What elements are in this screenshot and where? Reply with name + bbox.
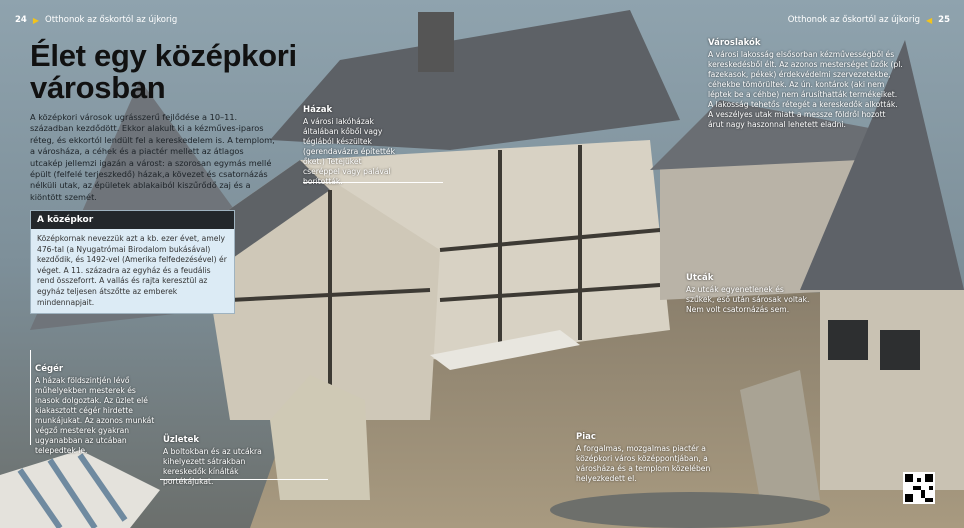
caption-varoslakok: Városlakók A városi lakosság elsősorban …: [708, 38, 903, 130]
caption-utcak: Utcák Az utcák egyenetlenek és szűkek, e…: [686, 273, 811, 315]
caption-hazak: Házak A városi lakóházak általában kőből…: [303, 105, 395, 187]
page-title: Élet egy középkori városban: [30, 40, 297, 104]
pointer-line: [30, 350, 31, 445]
caption-title: Cégér: [35, 364, 64, 374]
caption-title: Piac: [576, 432, 596, 442]
running-head-right: Otthonok az őskortól az újkorig ◀ 25: [788, 15, 950, 25]
qr-code-icon: [905, 474, 933, 502]
running-title-right: Otthonok az őskortól az újkorig: [787, 15, 920, 25]
caption-text: Az utcák egyenetlenek és szűkek, eső utá…: [686, 285, 810, 314]
caption-text: A forgalmas, mozgalmas piactér a középko…: [576, 444, 711, 483]
infobox-middle-ages: A középkor Középkornak nevezzük azt a kb…: [30, 210, 235, 315]
running-title-left: Otthonok az őskortól az újkorig: [45, 15, 178, 25]
caption-ceger: Cégér A házak földszintjén lévő műhelyek…: [35, 364, 160, 456]
caption-text: A városi lakosság elsősorban kézművesség…: [708, 50, 903, 129]
caption-piac: Piac A forgalmas, mozgalmas piactér a kö…: [576, 432, 711, 484]
caption-text: A városi lakóházak általában kőből vagy …: [303, 117, 395, 186]
caption-text: A boltokban és az utcákra kihelyezett sá…: [163, 447, 262, 486]
infobox-title: A középkor: [31, 211, 234, 229]
running-head-left: 24 ▶ Otthonok az őskortól az újkorig: [15, 15, 177, 25]
caption-title: Házak: [303, 105, 333, 115]
intro-paragraph: A középkori városok ugrásszerű fejlődése…: [30, 112, 275, 202]
caption-title: Utcák: [686, 273, 714, 283]
infobox-text: Középkornak nevezzük azt a kb. ezer évet…: [37, 234, 227, 307]
qr-code[interactable]: [903, 472, 935, 504]
title-line-2: városban: [30, 70, 166, 105]
caption-title: Városlakók: [708, 38, 761, 48]
page-number-left: 24: [15, 15, 27, 25]
triangle-left-icon: ◀: [926, 15, 933, 25]
title-line-1: Élet egy középkori: [30, 38, 297, 73]
caption-text: A házak földszintjén lévő műhelyekben me…: [35, 376, 155, 455]
triangle-right-icon: ▶: [32, 15, 39, 25]
page-number-right: 25: [938, 15, 950, 25]
pointer-line: [303, 182, 443, 183]
pointer-line: [160, 479, 328, 480]
caption-uzletek: Üzletek A boltokban és az utcákra kihely…: [163, 435, 283, 487]
caption-title: Üzletek: [163, 435, 200, 445]
